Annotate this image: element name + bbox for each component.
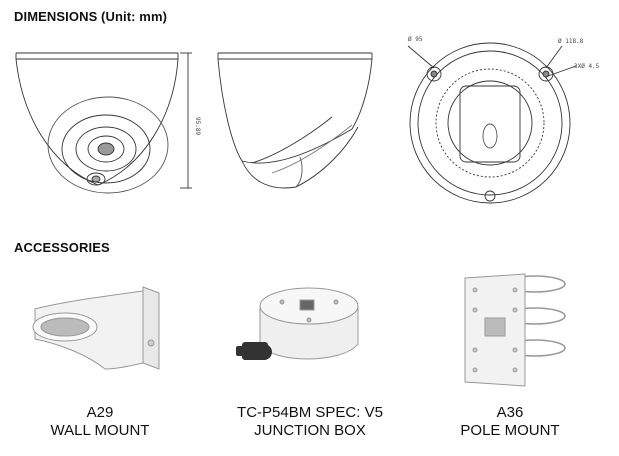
accessory-model: A36 xyxy=(496,404,524,421)
camera-side-view xyxy=(217,52,373,189)
accessory-model: A29 xyxy=(86,404,114,421)
height-dimension: 95.89 xyxy=(194,117,201,135)
accessory-name: JUNCTION BOX xyxy=(254,422,366,439)
accessory-caption-pole-mount: A36 POLE MOUNT xyxy=(430,404,590,440)
junction-box-image xyxy=(236,287,359,360)
dimensions-title: DIMENSIONS (Unit: mm) xyxy=(14,9,168,24)
accessory-caption-junction-box: TC-P54BM SPEC: V5 JUNCTION BOX xyxy=(210,404,410,440)
accessory-caption-wall-mount: A29 WALL MOUNT xyxy=(20,404,180,440)
accessory-model: TC-P54BM SPEC: V5 xyxy=(237,404,383,421)
accessory-name: WALL MOUNT xyxy=(50,422,150,439)
accessories-title: ACCESSORIES xyxy=(14,240,110,255)
accessory-name: POLE MOUNT xyxy=(460,422,560,439)
camera-base-view: Ø 95 Ø 118.8 3XØ 4.5 xyxy=(407,36,600,204)
pole-mount-image xyxy=(464,273,566,387)
diameter-bolt-dimension: Ø 118.8 xyxy=(558,38,584,45)
holes-dimension: 3XØ 4.5 xyxy=(574,63,600,70)
diameter-top-dimension: Ø 95 xyxy=(408,36,423,43)
camera-front-view: 95.89 xyxy=(15,52,201,194)
wall-mount-image xyxy=(32,286,160,370)
